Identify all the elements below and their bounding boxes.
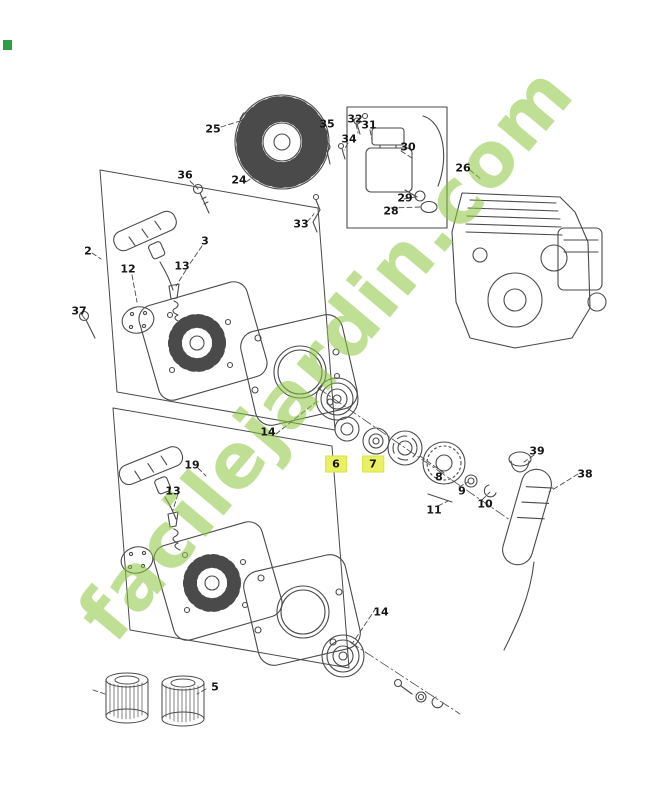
lower-assembly-box — [112, 407, 350, 669]
part-label-9[interactable]: 9 — [458, 484, 466, 498]
part-label-14[interactable]: 14 — [260, 425, 276, 439]
part-label-37[interactable]: 37 — [71, 304, 87, 318]
part-label-24[interactable]: 24 — [231, 173, 247, 187]
bracket-33-drawing — [312, 193, 321, 233]
washer-7-drawing — [362, 427, 390, 455]
part-label-5[interactable]: 5 — [211, 680, 219, 694]
part-label-32[interactable]: 32 — [347, 112, 363, 126]
screw-37-drawing — [78, 310, 96, 339]
carburetor-box-drawing — [346, 106, 448, 229]
part-label-36[interactable]: 36 — [177, 168, 193, 182]
washer-6-drawing — [334, 416, 360, 442]
part-label-8[interactable]: 8 — [435, 470, 443, 484]
part-label-13-lower[interactable]: 13 — [165, 484, 181, 498]
lower-rope-rotor-drawing — [321, 634, 365, 678]
upper-assembly-box — [99, 169, 336, 431]
upper-housing-drawing — [138, 281, 268, 401]
lower-grip-drawing — [118, 446, 184, 551]
part-label-30[interactable]: 30 — [400, 140, 416, 154]
part-label-14-lower[interactable]: 14 — [373, 605, 389, 619]
part-label-2[interactable]: 2 — [84, 244, 92, 258]
part-label-19[interactable]: 19 — [184, 458, 200, 472]
part-label-33[interactable]: 33 — [293, 217, 309, 231]
clutch-drum-drawing — [422, 441, 497, 503]
part-label-6-highlighted[interactable]: 6 — [325, 455, 347, 473]
starter-handle-drawing — [502, 468, 554, 651]
lower-housing-drawing — [153, 521, 283, 641]
part-label-25[interactable]: 25 — [205, 122, 221, 136]
air-filters-drawing — [105, 672, 205, 727]
part-label-29[interactable]: 29 — [397, 191, 413, 205]
lower-fan-cover-drawing — [243, 554, 361, 666]
upper-plate-drawing — [121, 306, 155, 334]
lower-plate-drawing — [120, 546, 154, 574]
screw-35-drawing — [321, 142, 331, 165]
screw-36-drawing — [192, 183, 210, 214]
part-label-7-highlighted[interactable]: 7 — [362, 455, 384, 473]
upper-rope-rotor-drawing — [315, 372, 359, 421]
part-label-10[interactable]: 10 — [477, 497, 493, 511]
rope-cap-drawing — [508, 451, 532, 473]
part-label-12[interactable]: 12 — [120, 262, 136, 276]
engine-drawing — [451, 192, 607, 349]
small-hardware-drawing — [393, 678, 444, 709]
leader-lines — [81, 120, 579, 695]
part-label-35[interactable]: 35 — [319, 117, 335, 131]
part-label-26[interactable]: 26 — [455, 161, 471, 175]
clutch-drawing — [387, 430, 423, 466]
part-label-3[interactable]: 3 — [201, 234, 209, 248]
part-label-11[interactable]: 11 — [426, 503, 442, 517]
part-label-28[interactable]: 28 — [383, 204, 399, 218]
axis-lines — [317, 387, 511, 715]
corner-mark — [3, 40, 12, 50]
part-label-31[interactable]: 31 — [361, 118, 377, 132]
part-label-13[interactable]: 13 — [174, 259, 190, 273]
upper-fan-cover-drawing — [240, 314, 358, 426]
part-label-38[interactable]: 38 — [577, 467, 593, 481]
flywheel-drawing — [234, 94, 330, 190]
pin-34-drawing — [337, 142, 346, 160]
part-label-34[interactable]: 34 — [341, 132, 357, 146]
part-label-39[interactable]: 39 — [529, 444, 545, 458]
